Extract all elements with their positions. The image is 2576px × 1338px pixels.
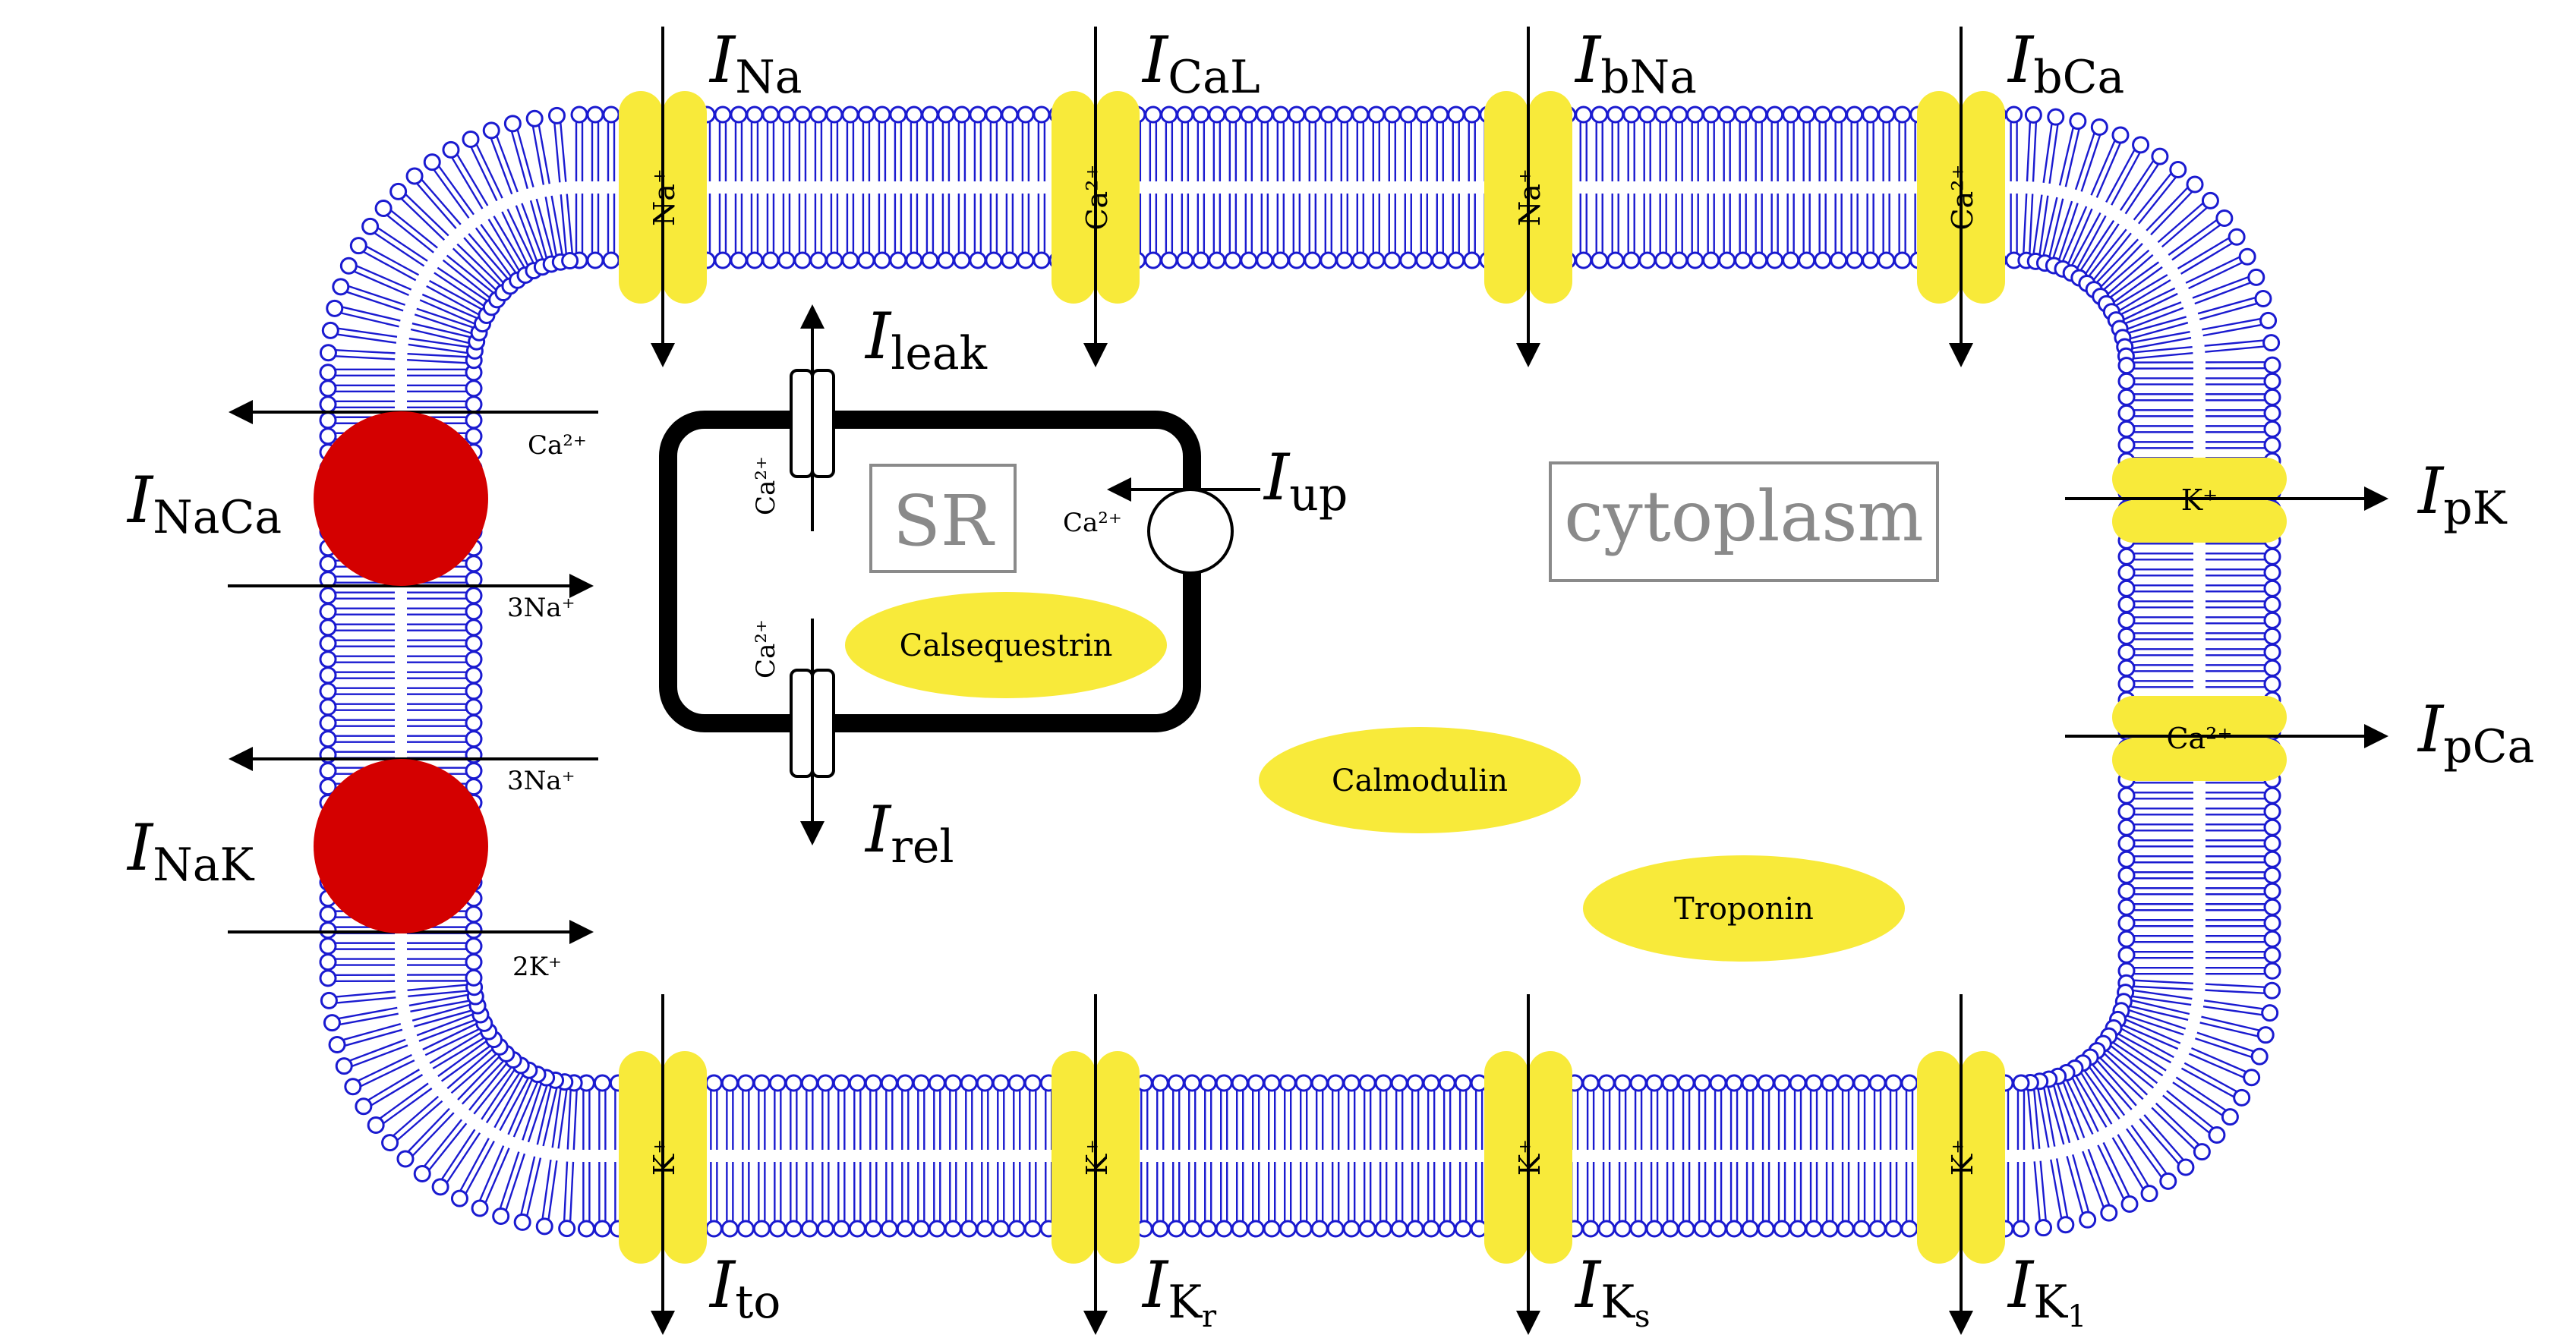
cytoplasm-label: cytoplasm xyxy=(1564,476,1923,557)
sr-rel-ion: Ca²⁺ xyxy=(751,619,781,678)
sr-up-ion: Ca²⁺ xyxy=(1063,508,1122,538)
label-ikr: IKr xyxy=(1141,1248,1217,1334)
label-ik1: IK1 xyxy=(2007,1248,2086,1334)
troponin-label: Troponin xyxy=(1674,892,1814,927)
channel-ibca: Ca²⁺ xyxy=(1917,91,2005,304)
naca-na-label: 3Na⁺ xyxy=(507,593,575,623)
sr-leak-channel xyxy=(790,369,835,478)
label-irel: Irel xyxy=(864,792,954,874)
label-ileak: Ileak xyxy=(864,299,988,380)
label-ipk: IpK xyxy=(2417,454,2508,535)
naca-ca-label: Ca²⁺ xyxy=(528,430,587,461)
serca-pump xyxy=(1147,488,1234,575)
troponin-protein xyxy=(1583,855,1905,962)
calsequestrin-protein xyxy=(845,592,1167,698)
calmodulin-protein xyxy=(1259,727,1581,833)
channel-ipca: Ca²⁺ xyxy=(2112,696,2287,781)
svg-text:Ca²⁺: Ca²⁺ xyxy=(2166,722,2232,755)
calsequestrin-label: Calsequestrin xyxy=(900,628,1113,663)
label-inaca: INaCa xyxy=(126,463,282,544)
label-iup: Iup xyxy=(1263,440,1348,521)
label-ina: INa xyxy=(708,23,802,104)
cytoplasm-label-box xyxy=(1549,461,1939,582)
sr-label: SR xyxy=(893,480,995,562)
nak-na-label: 3Na⁺ xyxy=(507,766,575,796)
label-ical: ICaL xyxy=(1141,23,1260,104)
label-ibca: IbCa xyxy=(2007,23,2124,104)
nak-pump xyxy=(314,759,488,933)
channel-iks: K⁺ xyxy=(1484,1051,1572,1264)
channel-ito: K⁺ xyxy=(619,1051,707,1264)
label-ipca: IpCa xyxy=(2417,692,2534,773)
label-inak: INaK xyxy=(126,811,254,892)
label-iks: IKs xyxy=(1574,1248,1651,1334)
channel-ipk: K⁺ xyxy=(2112,458,2287,543)
sr-leak-ion: Ca²⁺ xyxy=(751,456,781,515)
calmodulin-label: Calmodulin xyxy=(1332,763,1508,798)
channel-ina: Na⁺ xyxy=(619,91,707,304)
nak-k-label: 2K⁺ xyxy=(512,952,562,982)
label-ito: Ito xyxy=(708,1248,780,1329)
label-ibna: IbNa xyxy=(1574,23,1697,104)
sr-label-box xyxy=(869,464,1017,573)
naca-exchanger xyxy=(314,411,488,586)
sr-release-channel xyxy=(790,669,835,778)
